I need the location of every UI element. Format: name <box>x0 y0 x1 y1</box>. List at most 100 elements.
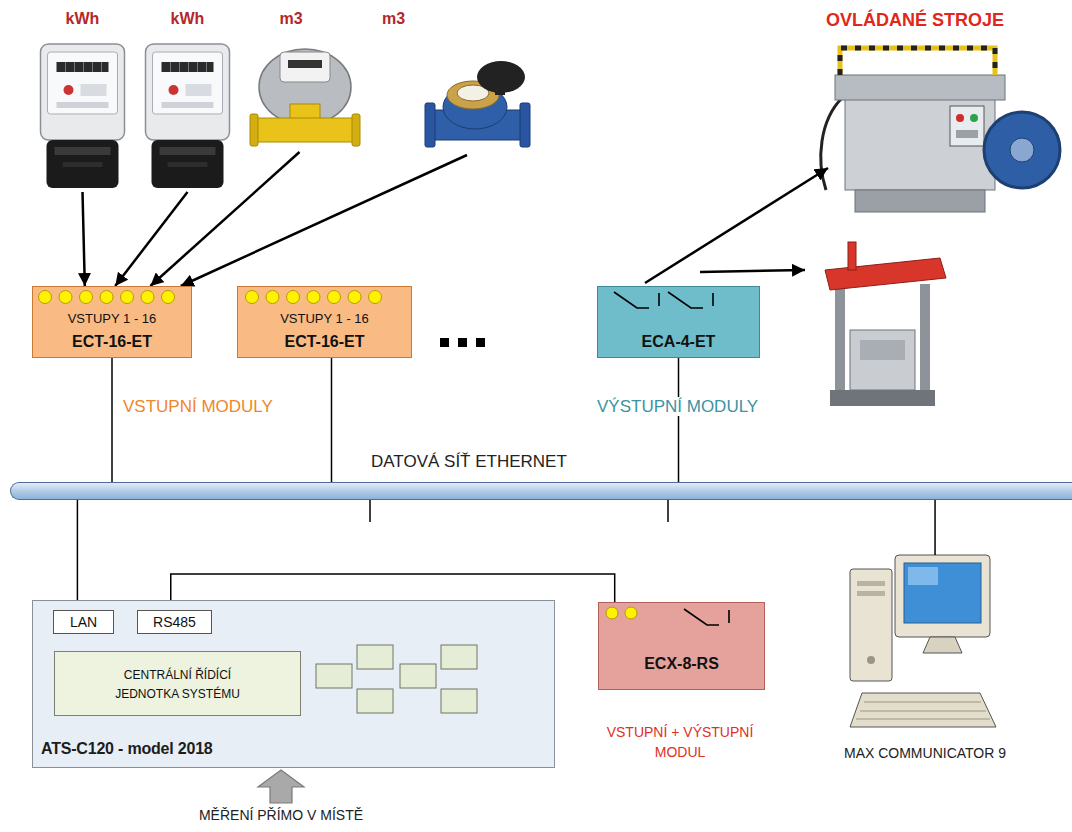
die-cutting-machine-picture-part <box>840 48 995 75</box>
die-cutting-machine-picture-part <box>835 75 1005 100</box>
computer-picture-part <box>867 656 875 664</box>
io-led-pair-part <box>606 607 618 619</box>
display-box: CENTRÁLNÍ ŘÍDÍCÍ JEDNOTKA SYSTÉMU <box>54 651 301 716</box>
control-panel-buttons-part <box>400 664 436 688</box>
continuation-dots <box>440 338 485 347</box>
port-name: LAN <box>70 614 97 630</box>
input-led-row-part <box>369 291 382 304</box>
node-text-holder: LAN <box>70 613 97 631</box>
control-panel-buttons <box>316 645 477 713</box>
module-name: ECT-16-ET <box>72 333 152 350</box>
central-control-unit: LAN RS485CENTRÁLNÍ ŘÍDÍCÍ JEDNOTKA SYSTÉM… <box>32 600 555 768</box>
relay-switch-symbol <box>684 609 729 625</box>
module-name: ECA-4-ET <box>642 333 716 350</box>
relay-switch-symbol-part <box>658 293 660 306</box>
input-led-row <box>246 291 382 304</box>
computer-picture-part <box>895 555 990 637</box>
measurement-arrow <box>258 770 304 803</box>
node-text-holder: ECT-16-ET <box>284 333 364 351</box>
signal-arrow <box>83 192 85 286</box>
gas-meter: m3 <box>250 42 360 152</box>
computer-picture-part <box>856 719 990 720</box>
computer-picture-part <box>904 563 981 623</box>
input-led-row-part <box>307 291 320 304</box>
electricity-meter: kWh <box>30 42 135 192</box>
control-panel-buttons-part <box>316 664 352 688</box>
computer-picture-part <box>923 637 962 653</box>
die-cutting-machine-picture-part <box>950 106 984 146</box>
unit-label: m3 <box>382 10 405 27</box>
display-text: CENTRÁLNÍ ŘÍDÍCÍ JEDNOTKA SYSTÉMU <box>115 668 240 701</box>
io-led-pair <box>606 607 637 619</box>
control-panel-buttons-part <box>441 689 477 713</box>
gas-meter-picture-part <box>288 60 322 68</box>
group-caption: VÝSTUPNÍ MODULY <box>594 397 761 416</box>
die-cutting-machine-picture-part <box>840 48 995 75</box>
group-caption-holder: VSTUPNÍ MODULY <box>120 397 340 417</box>
gas-meter-picture-part <box>252 118 358 142</box>
signal-arrow <box>115 192 187 286</box>
die-cutting-machine-picture-part <box>1010 138 1034 162</box>
relay-switch-symbol-part <box>728 610 730 623</box>
input-led-row-part <box>266 291 279 304</box>
input-led-row-part <box>246 291 259 304</box>
computer-picture-part <box>864 702 981 703</box>
node-heading: kWh <box>30 10 135 28</box>
wrapping-machine-picture <box>825 242 946 406</box>
network-link <box>678 358 680 482</box>
input-range-label: VSTUPY 1 - 16 <box>280 311 369 326</box>
water-meter-picture-part <box>520 103 530 147</box>
die-cutting-machine-picture <box>821 48 1060 212</box>
input-led-row-part <box>162 291 175 304</box>
port-name: RS485 <box>153 614 196 630</box>
node-heading: m3 <box>236 10 346 28</box>
input-led-row-part <box>141 291 154 304</box>
relay-switch-symbol <box>614 292 713 308</box>
computer-picture-part <box>850 569 892 681</box>
gas-meter-picture-part <box>352 114 360 146</box>
node-heading: MAX COMMUNICATOR 9 <box>840 743 1010 763</box>
gas-meter-picture <box>250 49 360 146</box>
measurement-caption-holder: MĚŘENÍ PŘÍMO V MÍSTĚ <box>140 806 422 824</box>
relay-switch-symbol-part <box>712 293 714 306</box>
computer-picture-part <box>860 711 986 712</box>
input-led-row-part <box>100 291 113 304</box>
input-led-row-part <box>121 291 134 304</box>
wrapping-machine-picture-part <box>860 340 905 360</box>
wrapping-machine-picture-part <box>830 390 935 406</box>
node-text-holder: CENTRÁLNÍ ŘÍDÍCÍ JEDNOTKA SYSTÉMU <box>93 665 263 703</box>
input-led-row-part <box>348 291 361 304</box>
relay-switch-symbol-part <box>668 292 703 308</box>
input-led-row-part <box>328 291 341 304</box>
node-text-holder: VSTUPY 1 - 16 <box>280 309 369 327</box>
continuation-dots-part <box>458 338 467 347</box>
network-label: DATOVÁ SÍŤ ETHERNET <box>371 452 567 471</box>
network-link <box>111 358 113 482</box>
control-panel-buttons-part <box>357 689 393 713</box>
gas-meter-picture-part <box>280 52 330 82</box>
relay-switch-symbol-part <box>684 609 719 625</box>
input-led-row-part <box>59 291 72 304</box>
input-range-label: VSTUPY 1 - 16 <box>68 311 157 326</box>
wrapping-machine-picture-part <box>825 258 946 290</box>
network-link <box>77 500 79 610</box>
die-cutting-machine-picture-part <box>956 114 964 122</box>
input-led-row-part <box>39 291 52 304</box>
electricity-meter-picture <box>41 44 125 188</box>
die-cutting-machine-picture-part <box>845 95 995 190</box>
unit-label: m3 <box>279 10 302 27</box>
node-text-holder: RS485 <box>153 613 196 631</box>
port-box: LAN <box>53 610 114 634</box>
computer: MAX COMMUNICATOR 9 <box>850 555 1000 733</box>
input-led-row <box>39 291 175 304</box>
unit-label: kWh <box>171 10 205 27</box>
water-meter-picture-part <box>425 103 435 147</box>
node-heading: DATOVÁ SÍŤ ETHERNET <box>371 452 567 472</box>
node-heading: m3 <box>341 10 446 28</box>
input-led-row-part <box>287 291 300 304</box>
node-heading: kWh <box>135 10 240 28</box>
die-cutting-machine-picture-part <box>855 190 985 212</box>
